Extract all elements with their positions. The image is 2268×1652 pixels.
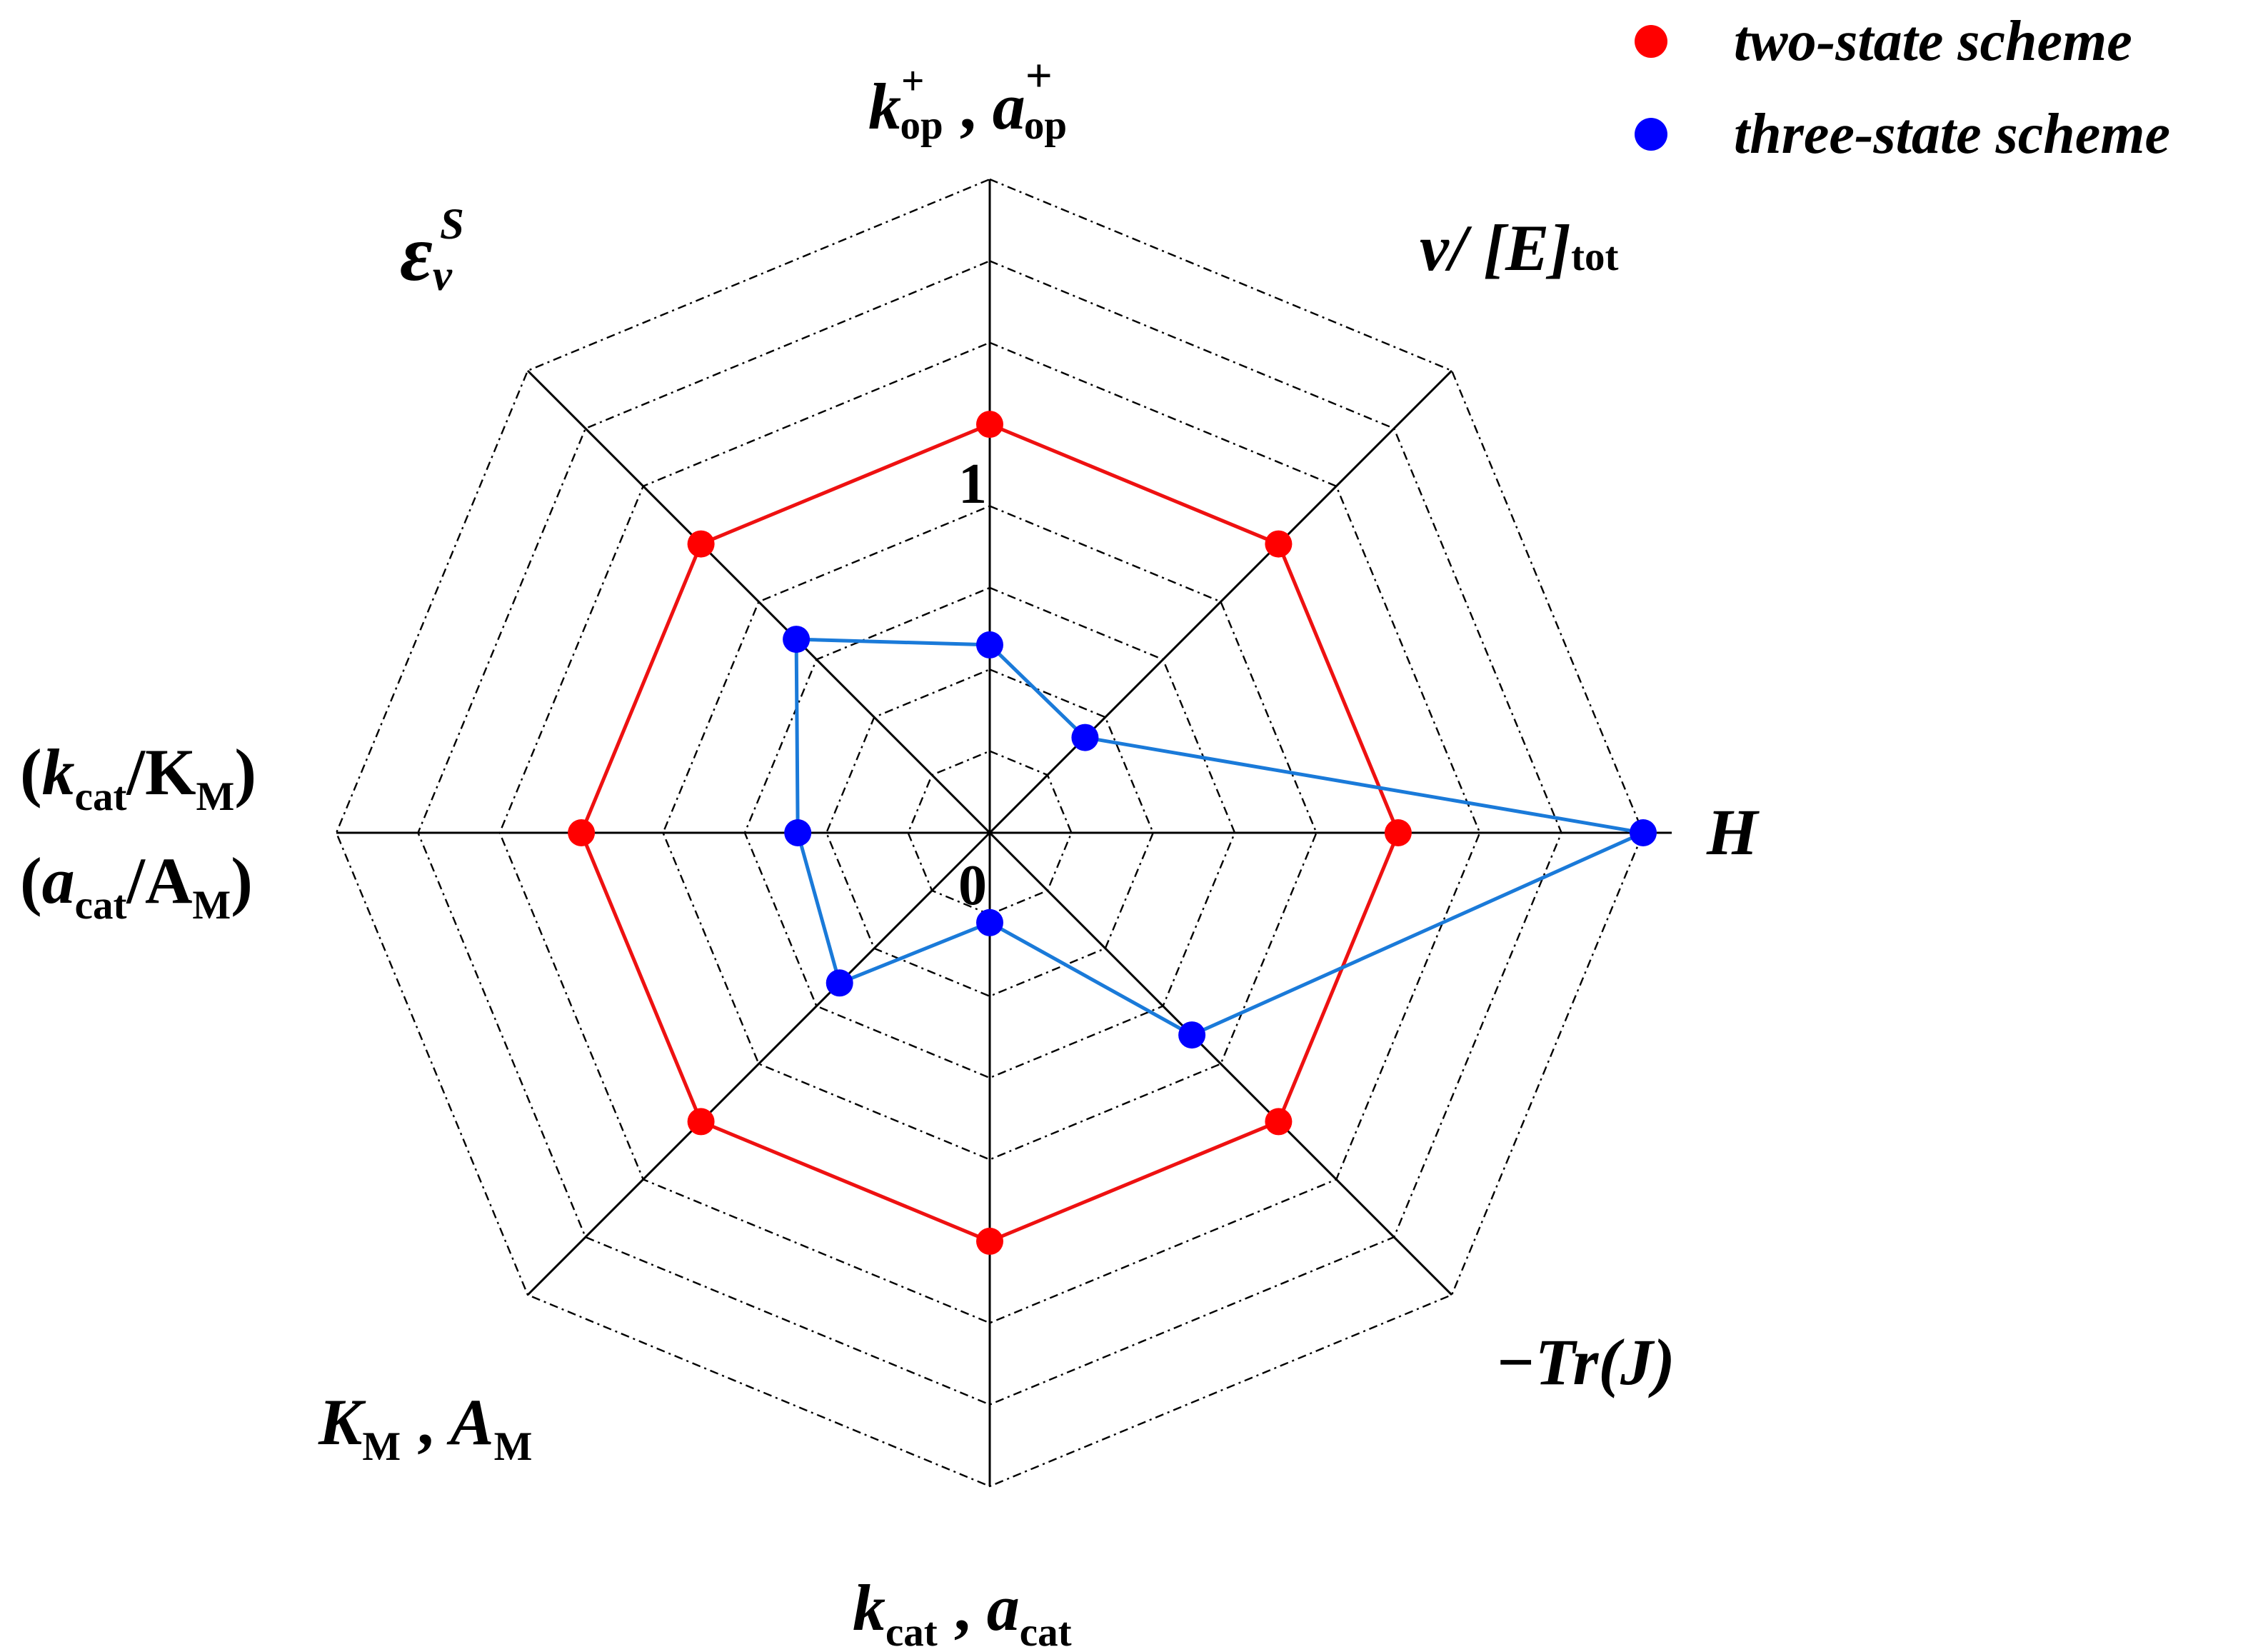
axis-label-7-line-2: (acat/AM) xyxy=(20,844,253,928)
series-1-point-4 xyxy=(1265,1108,1293,1136)
axis-label-3: H xyxy=(1706,796,1760,868)
series-1-point-6 xyxy=(687,1108,715,1136)
axis-label-7-line-1: (kcat/KM) xyxy=(20,736,256,819)
series-1-point-2 xyxy=(1265,530,1293,558)
grid-ring-1 xyxy=(907,750,1073,916)
axis-label-4: −Tr(J) xyxy=(1495,1326,1675,1398)
axes xyxy=(336,179,1672,1486)
axis-line-6 xyxy=(526,831,991,1296)
tick-label-1: 1 xyxy=(958,453,987,516)
axis-label-2: v/ [E]tot xyxy=(1420,211,1619,284)
series-2-point-3 xyxy=(1630,819,1657,846)
axis-line-4 xyxy=(988,831,1453,1296)
axis-label-1: k+op , a+op xyxy=(868,49,1067,148)
axis-label-6: KM , AM xyxy=(318,1386,532,1469)
series-1-point-7 xyxy=(568,819,596,846)
axis-line-2 xyxy=(988,369,1453,834)
legend-marker-1 xyxy=(1635,25,1667,58)
grid-ring-6 xyxy=(498,341,1481,1324)
legend-label-1: two-state scheme xyxy=(1734,10,2132,73)
series-1-point-5 xyxy=(976,1227,1003,1255)
legend: two-state scheme three-state scheme xyxy=(1635,10,2170,166)
series-1-point-8 xyxy=(687,530,715,558)
legend-label-2: three-state scheme xyxy=(1734,103,2170,166)
series-2-point-1 xyxy=(976,631,1003,659)
series-2-point-2 xyxy=(1071,724,1099,751)
series-1-point-1 xyxy=(976,411,1003,439)
series-1-point-3 xyxy=(1384,819,1412,846)
series-2-point-7 xyxy=(784,819,812,846)
series-2-point-6 xyxy=(826,969,853,997)
legend-marker-2 xyxy=(1635,118,1667,151)
grid-ring-2 xyxy=(826,669,1155,998)
series-2-point-5 xyxy=(976,908,1003,936)
axis-line-8 xyxy=(526,369,991,834)
tick-labels: 01 xyxy=(958,453,987,917)
axis-label-5: kcat , acat xyxy=(853,1571,1072,1652)
tick-label-0: 0 xyxy=(958,854,987,917)
series-2-point-8 xyxy=(783,626,811,654)
series xyxy=(568,411,1657,1255)
series-line-2 xyxy=(794,637,1645,1037)
series-2-point-4 xyxy=(1178,1021,1206,1049)
grid-ring-4 xyxy=(662,505,1318,1161)
